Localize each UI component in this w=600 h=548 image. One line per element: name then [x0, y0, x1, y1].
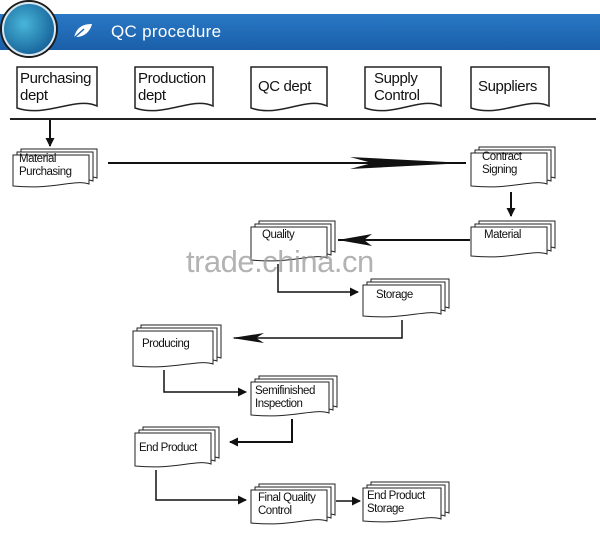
lane-doc-shape	[470, 66, 550, 112]
node-end-product: End Product	[134, 426, 220, 470]
lane-suppliers: Suppliers	[470, 66, 550, 114]
lane-label: Purchasing dept	[20, 70, 92, 104]
multi-document-shape	[134, 426, 220, 468]
multi-document-shape	[362, 481, 450, 523]
lane-doc-shape	[250, 66, 328, 112]
arrow-head-left-producing	[232, 333, 264, 343]
node-label: End Product	[139, 442, 197, 454]
arrow-producing-to-semifinished	[163, 370, 247, 397]
lane-production: Production dept	[134, 66, 214, 114]
node-label: Material	[484, 229, 521, 241]
node-producing: Producing	[132, 324, 222, 370]
leaf-icon	[73, 24, 92, 39]
arrow-head-long-right	[350, 157, 466, 169]
node-label: Producing	[142, 338, 190, 350]
arrow-semifinished-to-end-product	[229, 419, 293, 447]
watermark-text: trade.china.cn	[186, 244, 374, 279]
lane-purchasing: Purchasing dept	[16, 66, 98, 114]
page-title: QC procedure	[111, 22, 222, 41]
multi-document-shape	[470, 146, 556, 188]
arrow-quality-to-storage	[277, 264, 359, 297]
multi-document-shape	[132, 324, 222, 368]
node-quality: Quality	[250, 220, 336, 264]
multi-document-shape	[250, 375, 338, 417]
lane-doc-shape	[134, 66, 214, 112]
arrow-end-product-to-final-qc	[155, 470, 247, 505]
node-label: Material Purchasing	[19, 153, 72, 178]
node-label: Contract Signing	[482, 151, 522, 176]
lane-label: Supply Control	[374, 70, 420, 104]
node-storage: Storage	[362, 278, 450, 320]
node-label: Quality	[262, 229, 295, 241]
lane-label: QC dept	[258, 78, 312, 95]
node-semifinished-inspection: Semifinished Inspection	[250, 375, 338, 419]
node-label: Final Quality Control	[258, 492, 316, 517]
node-label: Semifinished Inspection	[255, 385, 315, 410]
lane-supply: Supply Control	[364, 66, 442, 114]
lane-doc-shape	[16, 66, 98, 112]
lane-label: Suppliers	[478, 78, 537, 95]
node-material: Material	[470, 220, 556, 260]
multi-document-shape	[12, 148, 98, 188]
multi-document-shape	[362, 278, 450, 318]
globe-logo-icon	[2, 2, 56, 56]
node-label: End Product Storage	[367, 490, 425, 515]
node-final-quality-control: Final Quality Control	[250, 483, 336, 527]
node-label: Storage	[376, 289, 413, 301]
node-contract-signing: Contract Signing	[470, 146, 556, 190]
header: QC procedure	[0, 14, 600, 50]
header-bar	[0, 14, 600, 50]
lane-label: Production dept	[138, 70, 206, 104]
lane-qc: QC dept	[250, 66, 328, 114]
lane-doc-shape	[364, 66, 442, 112]
arrow-storage-to-producing	[234, 320, 403, 339]
node-end-product-storage: End Product Storage	[362, 481, 450, 525]
node-material-purchasing: Material Purchasing	[12, 148, 98, 190]
multi-document-shape	[250, 483, 336, 525]
multi-document-shape	[470, 220, 556, 258]
arrow-head-left-quality	[338, 234, 372, 246]
lane-divider	[10, 118, 596, 120]
multi-document-shape	[250, 220, 336, 262]
